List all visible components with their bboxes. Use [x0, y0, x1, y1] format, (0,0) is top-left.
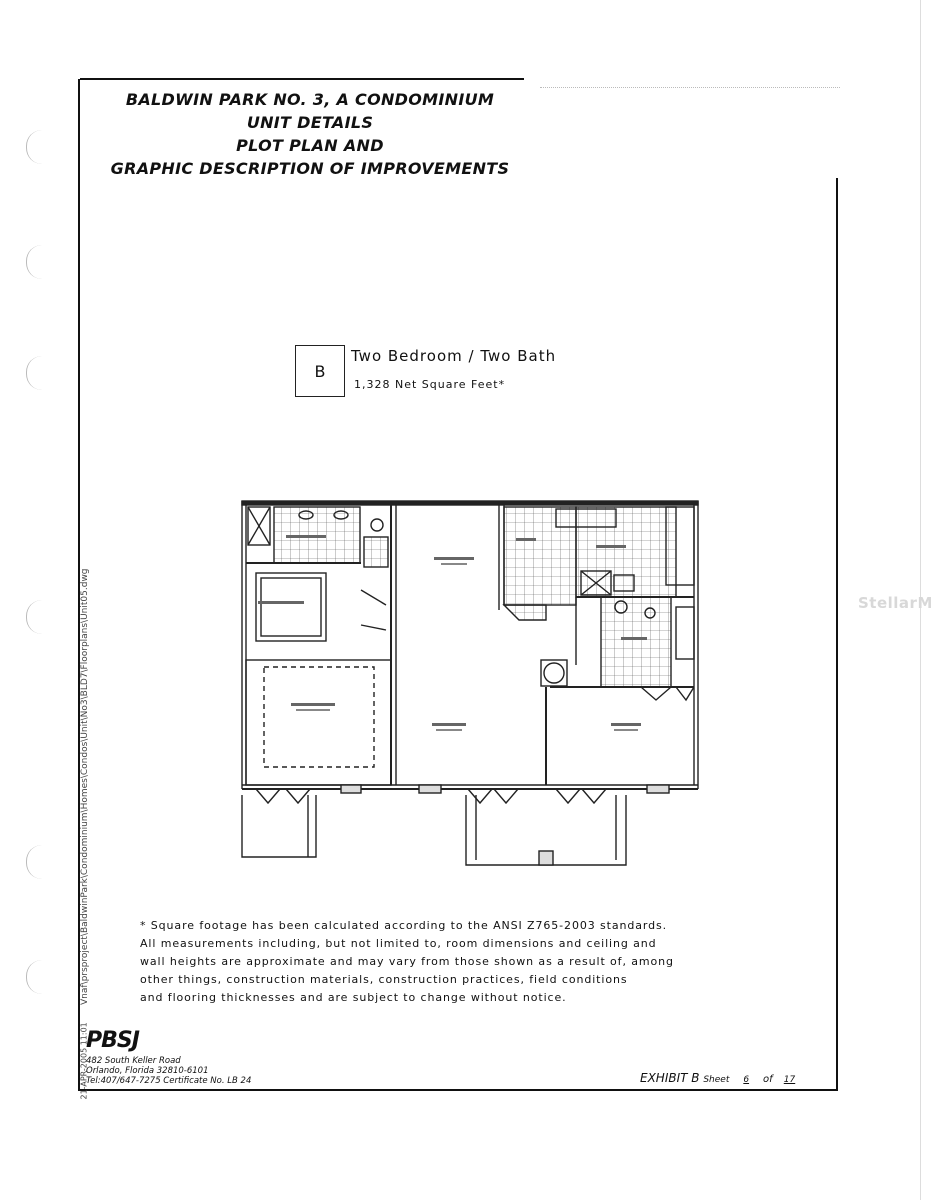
note-line: and flooring thicknesses and are subject…: [140, 991, 567, 1004]
scan-edge-line: [920, 0, 921, 1200]
note-line: other things, construction materials, co…: [140, 973, 628, 986]
frame-left-line: [78, 79, 80, 1091]
hole-punch-icon: [26, 245, 43, 279]
frame-right-line: [836, 178, 838, 1090]
unit-name: Two Bedroom / Two Bath: [351, 347, 557, 365]
note-line: All measurements including, but not limi…: [140, 937, 657, 950]
sheet-label: Sheet: [703, 1075, 730, 1085]
title-line-2: UNIT DETAILS: [246, 113, 374, 132]
frame-bottom-line: [79, 1089, 838, 1091]
title-line-3: PLOT PLAN AND: [236, 136, 384, 155]
company-address: 482 South Keller Road Orlando, Florida 3…: [86, 1056, 251, 1086]
watermark: StellarMLS: [858, 594, 931, 612]
of-label: of: [763, 1074, 773, 1085]
pbsj-logo: PBSJ: [86, 1028, 140, 1053]
address-line: Orlando, Florida 32810-6101: [86, 1066, 209, 1076]
hole-punch-icon: [26, 130, 43, 164]
hole-punch-icon: [26, 600, 43, 634]
unit-type-box: B: [295, 345, 345, 397]
file-path-text: Vnaf\prsproject\BaldwinPark\Condominium\…: [80, 568, 90, 1005]
exhibit-label: EXHIBIT B: [640, 1071, 700, 1085]
frame-top-line: [80, 78, 524, 80]
title-line-4: GRAPHIC DESCRIPTION OF IMPROVEMENTS: [110, 159, 510, 178]
unit-square-feet: 1,328 Net Square Feet*: [354, 378, 506, 391]
title-line-1: BALDWIN PARK NO. 3, A CONDOMINIUM: [125, 90, 495, 109]
hole-punch-icon: [26, 960, 43, 994]
exhibit-sheet-label: EXHIBIT B Sheet 6 of 17: [640, 1071, 803, 1085]
square-footage-note: * Square footage has been calculated acc…: [140, 917, 760, 1007]
note-line: wall heights are approximate and may var…: [140, 955, 674, 968]
sheet-total: 17: [783, 1075, 796, 1085]
scan-dotted-line: [540, 87, 840, 88]
sheet-number: 6: [743, 1075, 750, 1085]
address-line: Tel:407/647-7275 Certificate No. LB 24: [86, 1076, 252, 1086]
hole-punch-icon: [26, 845, 43, 879]
floor-plan-drawing: [241, 500, 699, 866]
address-line: 482 South Keller Road: [86, 1056, 181, 1066]
note-line: * Square footage has been calculated acc…: [140, 919, 668, 932]
hole-punch-icon: [26, 356, 43, 390]
